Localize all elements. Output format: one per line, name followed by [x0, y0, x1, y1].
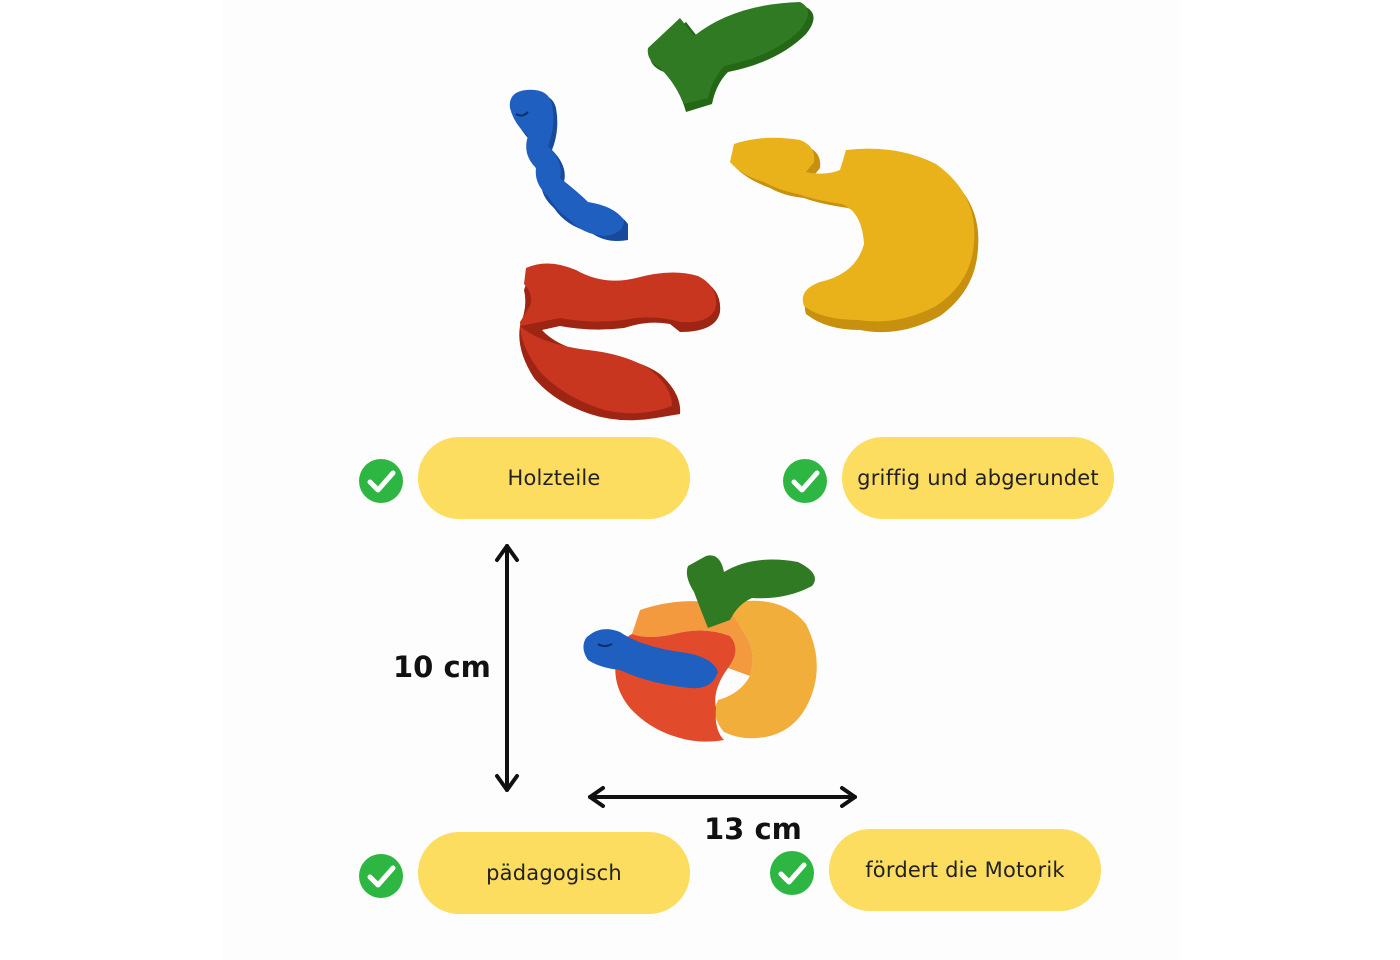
width-arrow — [588, 786, 857, 808]
blue-worm-piece — [509, 89, 628, 242]
assembled-green-leaf — [686, 555, 815, 628]
feature-label: fördert die Motorik — [865, 858, 1065, 882]
check-circle-icon — [783, 459, 827, 503]
check-circle-icon — [770, 851, 814, 895]
red-apple-piece — [519, 263, 721, 421]
height-arrow — [495, 544, 519, 792]
check-circle-icon — [359, 459, 403, 503]
feature-pill-griffig: griffig und abgerundet — [842, 437, 1114, 519]
yellow-apple-piece — [730, 137, 979, 333]
green-leaf-piece — [647, 2, 814, 112]
feature-label: Holzteile — [507, 466, 601, 490]
height-label: 10 cm — [393, 650, 491, 684]
feature-pill-motorik: fördert die Motorik — [829, 829, 1101, 911]
width-label: 13 cm — [704, 812, 802, 846]
feature-label: pädagogisch — [486, 861, 622, 885]
feature-pill-holzteile: Holzteile — [418, 437, 690, 519]
feature-label: griffig und abgerundet — [857, 466, 1099, 490]
check-circle-icon — [359, 854, 403, 898]
feature-pill-paedagogisch: pädagogisch — [418, 832, 690, 914]
assembled-blue-worm — [583, 629, 718, 689]
